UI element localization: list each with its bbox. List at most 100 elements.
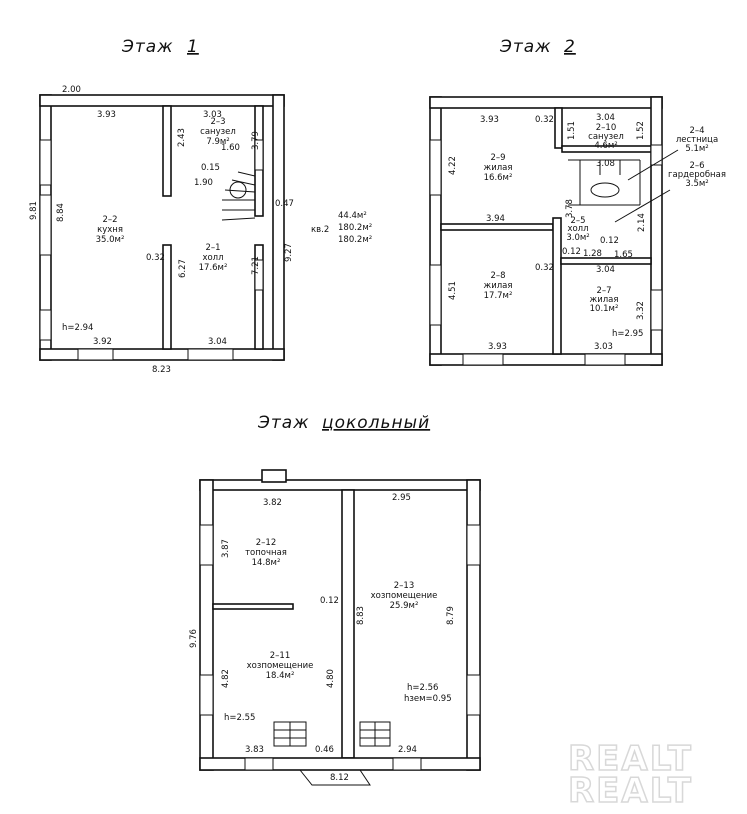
bs-wall-left — [199, 479, 214, 771]
f1-kitchen-area: 35.0м² — [96, 235, 125, 245]
f2-dim: 2.14 — [637, 213, 647, 232]
bs-r12-code: 2–12 — [256, 538, 276, 548]
f1-dim: 0.47 — [275, 199, 294, 209]
f2-r8-name: жилая — [484, 281, 513, 291]
f2-bath-area: 4.6м² — [594, 141, 617, 151]
f2-dim: 0.32 — [535, 115, 554, 125]
f2-r7-area: 10.1м² — [590, 304, 619, 314]
f2-dim: 1.28 — [583, 249, 602, 259]
watermark-text: REALT — [568, 771, 693, 811]
f2-dim: 3.03 — [594, 342, 613, 352]
bs-r12-name: топочная — [245, 548, 287, 558]
f1-summary-line: 180.2м² — [338, 235, 372, 245]
f2-hall-area: 3.0м² — [566, 233, 589, 243]
f2-bath-code: 2–10 — [596, 123, 616, 133]
floor2-title-number: 2 — [564, 37, 576, 57]
f2-dim: 4.22 — [448, 156, 458, 175]
f1-dim: 9.81 — [29, 201, 39, 220]
floor1-title-number: 1 — [187, 37, 199, 57]
f1-dim: 3.03 — [203, 110, 222, 120]
f2-window — [429, 264, 442, 326]
bs-steps-right — [359, 721, 391, 747]
bs-dim: 4.80 — [326, 669, 336, 688]
f2-r8-area: 17.7м² — [484, 291, 513, 301]
f2-wall-bottom — [429, 353, 663, 366]
bs-wall-top-bump — [261, 469, 287, 483]
f1-window — [39, 194, 52, 256]
f2-hall-code: 2–5 — [570, 216, 585, 226]
bs-ceiling: h=2.55 — [224, 713, 255, 723]
f1-summary-line: 44.4м² — [338, 211, 367, 221]
bs-dim: 2.95 — [392, 493, 411, 503]
bs-dim: 4.82 — [221, 669, 231, 688]
f2-dim: 3.32 — [636, 301, 646, 320]
f2-stairs — [568, 159, 641, 206]
f1-window — [39, 139, 52, 186]
f1-dim: 9.27 — [284, 243, 294, 262]
f1-bath-area: 7.9м² — [206, 137, 229, 147]
f2-wall-inner — [554, 107, 563, 149]
f1-window — [187, 348, 234, 361]
f2-wall-top — [429, 96, 663, 109]
f1-wall-right — [272, 94, 285, 361]
bs-r11-name: хозпомещение — [247, 661, 314, 671]
f2-dim: 1.51 — [567, 121, 577, 140]
f1-kitchen-name: кухня — [97, 225, 123, 235]
bs-wall-right — [466, 479, 481, 771]
f1-summary-prefix: кв.2 — [311, 225, 329, 235]
f2-stair-name: лестница — [676, 135, 718, 145]
f1-dim: 3.93 — [97, 110, 116, 120]
f1-bath-name: санузел — [200, 127, 236, 137]
f2-window — [429, 139, 442, 196]
f2-dim: 0.32 — [535, 263, 554, 273]
f1-window — [254, 139, 264, 171]
bs-ground: hзем=0.95 — [404, 694, 452, 704]
f2-ward-name: гардеробная — [668, 170, 726, 180]
f2-wall-mid — [440, 223, 554, 231]
f1-dim: 0.15 — [201, 163, 220, 173]
f1-hall-area: 17.6м² — [199, 263, 228, 273]
f2-window — [462, 353, 504, 366]
f1-wall-kitchen-bath — [162, 105, 172, 197]
bs-dim: 0.46 — [315, 745, 334, 755]
f2-r9-code: 2–9 — [490, 153, 505, 163]
f2-dim: 0.12 — [562, 247, 581, 257]
bs-dim: 8.79 — [446, 606, 456, 625]
bs-r11-area: 18.4м² — [266, 671, 295, 681]
f2-leader-line — [627, 149, 679, 181]
f2-dim: 3.04 — [596, 113, 615, 123]
f2-window — [584, 353, 626, 366]
f1-bath-code: 2–3 — [210, 117, 225, 127]
f1-kitchen-code: 2–2 — [102, 215, 117, 225]
f2-window — [650, 144, 663, 166]
bs-wall-middle — [341, 489, 355, 759]
bs-dim: 0.12 — [320, 596, 339, 606]
f2-leader-line — [614, 189, 671, 223]
f1-dim: 3.04 — [208, 337, 227, 347]
f1-stairs — [221, 171, 256, 221]
f2-dim: 3.93 — [488, 342, 507, 352]
f1-hall-code: 2–1 — [205, 243, 220, 253]
f1-dim: 3.79 — [251, 131, 261, 150]
f2-r7-code: 2–7 — [596, 286, 611, 296]
f1-ceiling: h=2.94 — [62, 323, 93, 333]
f2-dim: 3.78 — [565, 199, 575, 218]
f2-window — [650, 289, 663, 331]
f1-dim: 2.00 — [62, 85, 81, 95]
f2-r9-area: 16.6м² — [484, 173, 513, 183]
bs-dim: 2.94 — [398, 745, 417, 755]
f1-dim: 2.43 — [177, 128, 187, 147]
bs-r13-name: хозпомещение — [371, 591, 438, 601]
f2-ceiling: h=2.95 — [612, 329, 643, 339]
bs-wall-bottom — [199, 757, 481, 771]
f1-wall-bottom — [39, 348, 285, 361]
f1-window — [77, 348, 114, 361]
f1-wall-kitchen-hall — [162, 244, 172, 350]
f2-ward-area: 3.5м² — [685, 179, 708, 189]
bs-r13-area: 25.9м² — [390, 601, 419, 611]
basement-plan: 3.82 2.95 3.87 9.76 8.83 8.79 0.12 4.82 … — [189, 469, 481, 786]
f1-dim: 8.84 — [56, 203, 66, 222]
f2-dim: 0.12 — [600, 236, 619, 246]
f2-dim: 3.94 — [486, 214, 505, 224]
bs-entry-bay — [299, 769, 371, 786]
